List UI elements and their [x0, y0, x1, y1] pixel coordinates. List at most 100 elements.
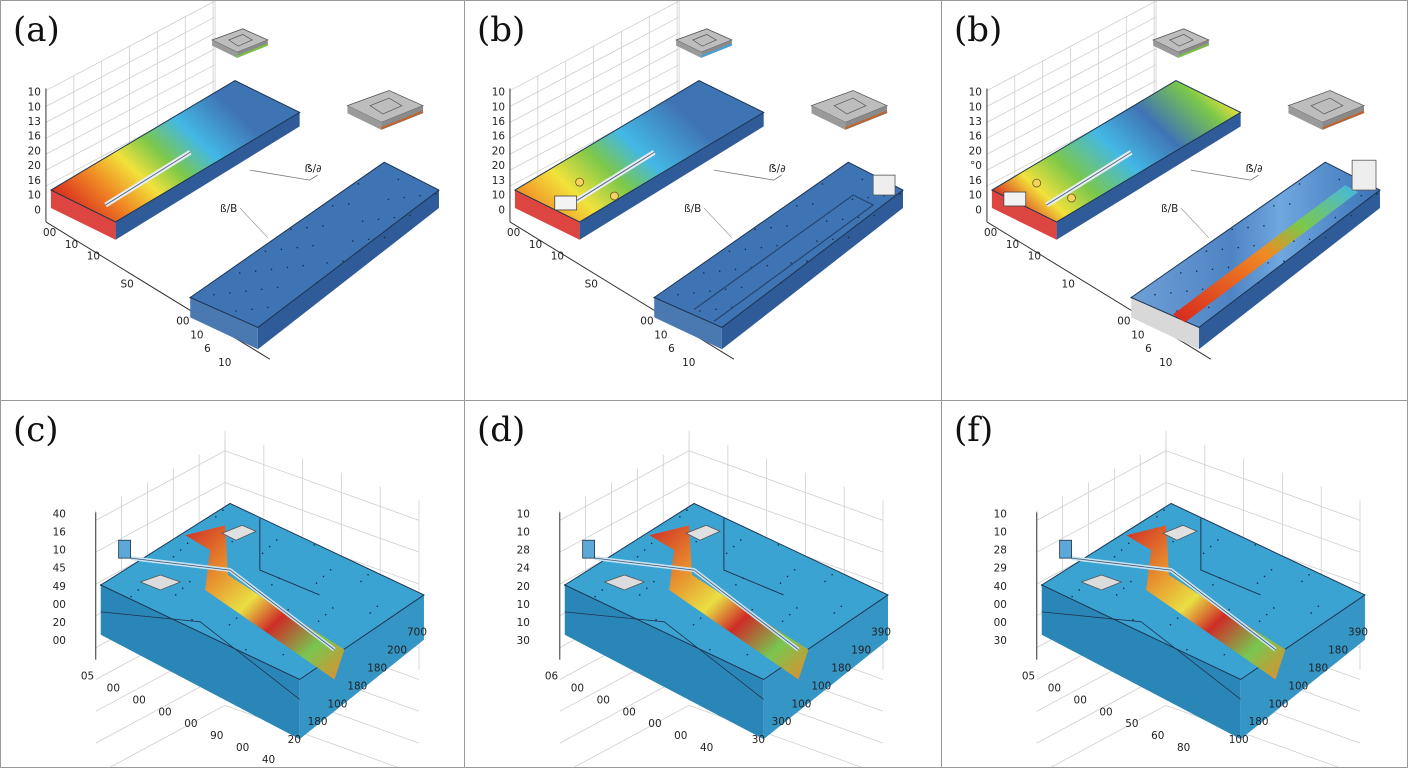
block-dot	[1209, 545, 1212, 548]
slab-dot	[251, 308, 253, 311]
chip-pattern	[228, 34, 253, 47]
side-tick-label: 390	[1348, 627, 1368, 639]
slab-dot	[709, 290, 711, 292]
chip-top	[1152, 28, 1210, 53]
slab-tick-label: 00	[1117, 315, 1130, 327]
slab-tick-label: 6	[1145, 343, 1152, 355]
y-tick-label: 20	[517, 581, 530, 593]
heat-slab-side	[115, 112, 300, 240]
side-tick-label: 180	[1249, 716, 1269, 728]
block-dot	[1156, 515, 1158, 518]
side-tick-label: 100	[811, 680, 831, 692]
block-dot	[1186, 648, 1188, 651]
block-dot	[601, 589, 604, 591]
slab-dot	[393, 216, 396, 219]
sensor-marker	[575, 177, 584, 187]
block-dot	[324, 613, 327, 616]
slab-tick-label: 00	[640, 315, 653, 327]
block-dot	[692, 623, 695, 626]
terrain-edge	[1041, 611, 1241, 700]
slab-dot	[403, 196, 406, 199]
heat-slab-front	[514, 190, 580, 240]
slab-dot	[718, 270, 721, 272]
y-tick-label: 00	[53, 635, 66, 647]
chip-pattern	[369, 97, 403, 115]
block-dot	[1270, 568, 1273, 571]
callout-line	[239, 207, 269, 239]
y-tick-label: 10	[969, 101, 982, 113]
side-tick-label: 200	[387, 645, 407, 657]
slab-tick-label: 6	[204, 343, 211, 355]
slab-dot	[342, 260, 344, 262]
block-top	[100, 503, 424, 680]
slab-dot	[1186, 290, 1188, 292]
chip-top	[810, 90, 889, 123]
block-dot	[222, 509, 224, 511]
heat-channel	[649, 525, 809, 680]
block-dot	[130, 595, 132, 598]
y-tick-label: 10	[28, 190, 41, 202]
front-tick-label: 00	[622, 706, 635, 718]
block-dot	[699, 617, 702, 619]
chip-stripe	[236, 43, 269, 58]
y-tick-label: 40	[994, 581, 1007, 593]
y-tick-label: 00	[53, 599, 66, 611]
front-tick-label: 00	[158, 706, 171, 718]
y-tick-label: 10	[517, 599, 530, 611]
terrain-edge	[100, 611, 300, 700]
side-tick-label: 100	[327, 698, 347, 710]
slab-dot	[1257, 282, 1260, 284]
slab-dot	[397, 178, 400, 181]
block-dot	[786, 575, 789, 578]
y-tick-label: 10	[53, 545, 66, 557]
pipe-edge	[105, 151, 191, 206]
heat-channel	[1126, 525, 1286, 680]
inlet-valve	[582, 539, 595, 559]
side-tick-label: 300	[772, 716, 792, 728]
valve-block	[1003, 191, 1027, 207]
y-tick-label: 20	[28, 160, 41, 172]
plate-lower	[603, 574, 646, 591]
slab-dot	[1360, 194, 1362, 197]
front-tick-label: 00	[133, 694, 146, 706]
terrain-edge	[259, 518, 320, 596]
side-tick-label: 20	[288, 734, 301, 746]
y-tick-label: 10	[994, 526, 1007, 538]
slab-dot	[1253, 244, 1255, 247]
block-dot	[1258, 620, 1261, 623]
block-dot	[638, 594, 641, 596]
sensor-marker	[1032, 178, 1042, 188]
block-dot	[636, 555, 639, 558]
slab-dot	[1195, 270, 1198, 272]
slab-dot	[740, 286, 743, 289]
block-dot	[746, 653, 749, 656]
heat-channel	[185, 525, 345, 680]
callout-label: ß/B	[684, 203, 701, 215]
slab-dot	[744, 248, 747, 251]
slab-dot	[409, 214, 412, 217]
slab-tick-label: 10	[1131, 329, 1144, 341]
slab-dot	[1179, 272, 1182, 274]
heat-slab-top	[514, 80, 764, 222]
panel-d-plot: 1010282420101030060000000000403030010010…	[517, 430, 891, 767]
block-dot	[367, 573, 369, 576]
slab-dot	[734, 268, 737, 271]
slab-dot	[816, 240, 818, 242]
panel-label: (d)	[477, 410, 526, 450]
x-tick-label: 10	[529, 239, 542, 251]
inlet-valve	[118, 539, 131, 559]
front-tick-label: 06	[545, 670, 558, 682]
chip-stripe	[700, 43, 733, 58]
slab-dot	[1170, 292, 1172, 294]
block-dot	[777, 544, 780, 546]
heat-slab-outline	[990, 80, 1242, 223]
chip-pattern	[1310, 97, 1344, 115]
slab-dot	[326, 262, 328, 264]
block-dot	[1219, 577, 1221, 579]
slab-side	[257, 190, 439, 350]
side-tick-label: 30	[752, 734, 765, 746]
block-dot	[313, 544, 316, 546]
slab-dot	[811, 203, 814, 205]
slab-top	[1131, 162, 1380, 328]
